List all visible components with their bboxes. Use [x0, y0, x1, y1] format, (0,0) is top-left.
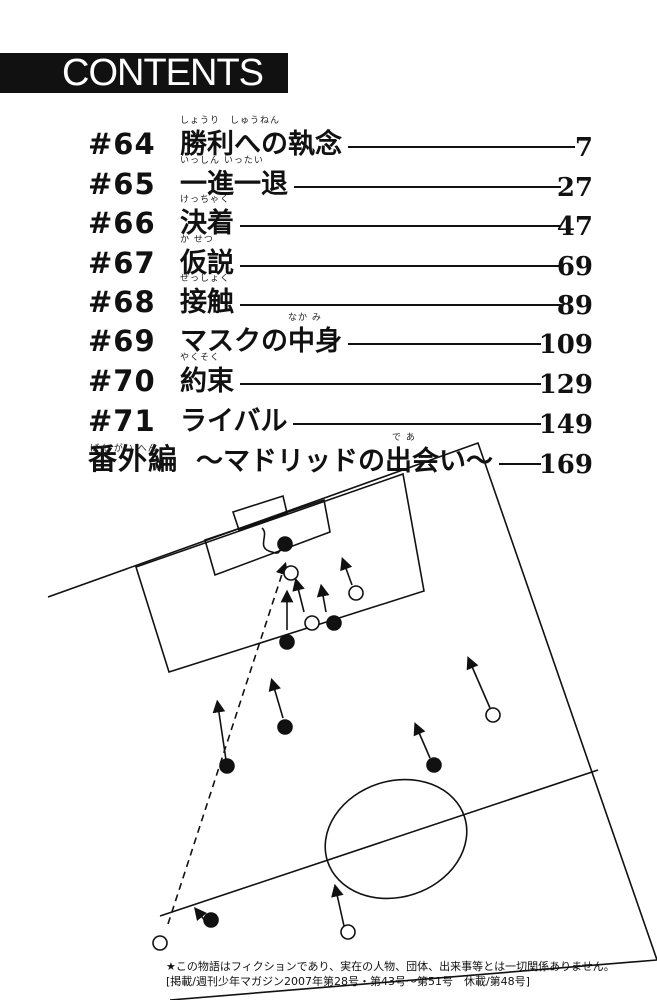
- toc-row: #69 マスクの中身 なか み 109: [0, 313, 657, 360]
- center-circle: [324, 778, 468, 900]
- page-title: CONTENTS: [62, 52, 264, 94]
- halfway-line: [159, 769, 599, 917]
- chapter-title-text: ～マドリッドの出会い～: [196, 446, 493, 477]
- chapter-title-text: 接触: [180, 287, 234, 318]
- chapter-title-text: 勝利への執念: [180, 129, 342, 160]
- leader-line: [240, 383, 541, 385]
- toc-title-line: ライバル: [180, 399, 545, 438]
- leader-line: [348, 343, 541, 345]
- chapter-title: 約束やくそく: [180, 353, 234, 398]
- chapter-title-ruby: で あ: [392, 433, 416, 443]
- leader-line: [293, 423, 541, 425]
- chapter-title-ruby: いっしん いったい: [180, 156, 264, 166]
- toc-title-line: ～マドリッドの出会い～ で あ: [196, 433, 545, 478]
- toc-row: #67 仮説 か せつ 69: [0, 235, 657, 282]
- chapter-title-ruby: なか み: [288, 313, 322, 323]
- chapter-title: 一進一退 いっしん いったい: [180, 156, 288, 201]
- toc-title-line: 接触せっしょく: [180, 274, 565, 319]
- chapter-title-ruby: しょうり しゅうねん: [180, 116, 281, 126]
- chapter-title: マスクの中身 なか み: [180, 313, 342, 358]
- chapter-number: 番外編: [88, 442, 179, 476]
- chapter-title: 仮説か せつ: [180, 235, 234, 280]
- page-number: 47: [556, 212, 593, 242]
- player-dark: [219, 758, 235, 774]
- chapter-title: 決着けっちゃく: [180, 195, 234, 240]
- chapter-title-text: 一進一退: [180, 169, 288, 200]
- toc-title-line: 約束やくそく: [180, 353, 545, 398]
- chapter-title-text: マスクの中身: [180, 326, 342, 357]
- chapter-number: #65: [88, 167, 156, 201]
- field-boundary: [47, 441, 657, 1000]
- leader-line: [240, 304, 561, 306]
- leader-line: [240, 265, 561, 267]
- player-light: [340, 924, 356, 940]
- page-number: 149: [538, 410, 593, 440]
- chapter-number: #70: [88, 364, 156, 398]
- player-light: [304, 615, 320, 631]
- player-dark: [277, 719, 293, 735]
- page-number: 109: [538, 330, 593, 360]
- toc-title-line: 仮説か せつ: [180, 235, 565, 280]
- chapter-number: #66: [88, 206, 156, 240]
- player-light: [283, 565, 299, 581]
- goal: [231, 494, 288, 532]
- player-dark: [279, 634, 295, 650]
- player-light: [485, 707, 501, 723]
- page-number: 169: [538, 450, 593, 480]
- chapter-title-ruby: やくそく: [180, 353, 221, 363]
- player-light: [348, 585, 364, 601]
- leader-line: [294, 186, 561, 188]
- toc-row: #68 接触 せっしょく 89: [0, 274, 657, 321]
- page-number: 69: [556, 252, 593, 282]
- pass-line: [167, 561, 289, 925]
- player-dark: [277, 536, 293, 552]
- chapter-title-text: 約束: [180, 366, 234, 397]
- chapter-title-ruby: せっしょく: [180, 274, 231, 284]
- chapter-title: ～マドリッドの出会い～ で あ: [196, 433, 493, 478]
- toc-title-line: 決着けっちゃく: [180, 195, 565, 240]
- header-bar: [0, 53, 288, 93]
- toc-row: #64 勝利への執念 しょうり しゅうねん 7: [0, 116, 657, 163]
- player-dark: [326, 615, 342, 631]
- chapter-number: #68: [88, 285, 156, 319]
- chapter-title-ruby: けっちゃく: [180, 195, 231, 205]
- page-number: 129: [538, 370, 593, 400]
- chapter-title: ライバル: [180, 399, 287, 438]
- chapter-number: #67: [88, 246, 156, 280]
- publication-note: [掲載/週刊少年マガジン2007年第28号・第43号～第51号 休載/第48号]: [166, 975, 530, 988]
- chapter-number: #69: [88, 324, 156, 358]
- page-number: 7: [574, 133, 593, 163]
- toc-row: #70 約束 やくそく 129: [0, 353, 657, 400]
- toc-row: #71 ライバル 149: [0, 400, 657, 440]
- toc-title-line: 一進一退 いっしん いったい: [180, 156, 565, 201]
- toc-row: #65 一進一退 いっしん いったい 27: [0, 156, 657, 203]
- chapter-title: 接触せっしょく: [180, 274, 234, 319]
- penalty-box: [135, 472, 425, 674]
- chapter-title-text: ライバル: [180, 406, 288, 437]
- player-light: [152, 935, 168, 951]
- toc-title-line: マスクの中身 なか み: [180, 313, 545, 358]
- chapter-title-text: 仮説: [180, 248, 234, 279]
- page-number: 27: [556, 173, 593, 203]
- page-number: 89: [556, 291, 593, 321]
- toc-title-line: 勝利への執念 しょうり しゅうねん: [180, 116, 579, 161]
- player-dark: [203, 912, 219, 928]
- player-dark: [426, 757, 442, 773]
- toc-row: #66 決着 けっちゃく 47: [0, 195, 657, 242]
- leader-line: [348, 146, 575, 148]
- chapter-title-ruby: か せつ: [180, 235, 214, 245]
- toc-row: 番外編ばん がい へん ～マドリッドの出会い～ で あ 169: [0, 433, 657, 480]
- disclaimer-note: ★この物語はフィクションであり、実在の人物、団体、出来事等とは一切関係ありません…: [166, 960, 615, 973]
- chapter-number: #64: [88, 127, 156, 161]
- chapter-title: 勝利への執念 しょうり しゅうねん: [180, 116, 342, 161]
- chapter-title-text: 決着: [180, 208, 234, 239]
- leader-line: [499, 463, 541, 465]
- leader-line: [240, 225, 561, 227]
- chapter-number-ruby: ばん がい へん: [90, 444, 158, 454]
- goal-area: [204, 498, 331, 577]
- chapter-number: #71: [88, 404, 156, 438]
